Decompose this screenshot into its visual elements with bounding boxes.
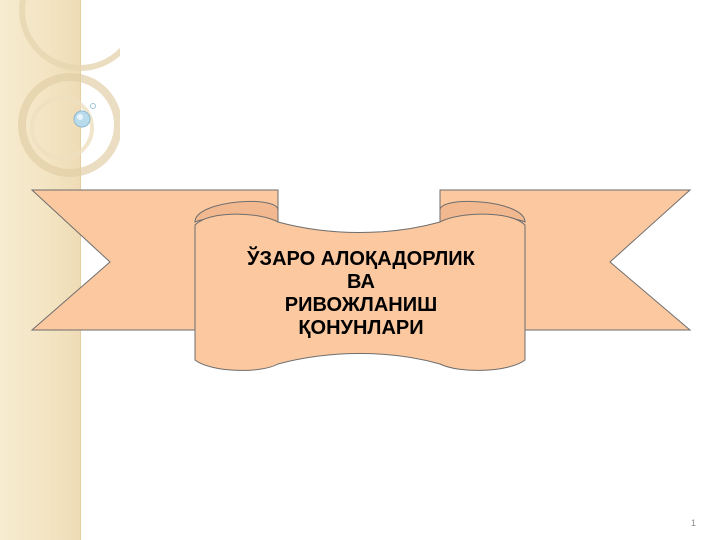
slide-title-line-2: ВА xyxy=(347,271,375,293)
ribbon-center-panel xyxy=(194,213,526,371)
ribbon-banner xyxy=(30,189,692,371)
decorative-rings-icon xyxy=(18,0,120,177)
slide-title-line-4: ҚОНУНЛАРИ xyxy=(298,317,424,339)
slide-title-line-1: ЎЗАРО АЛОҚАДОРЛИК xyxy=(247,248,475,270)
slide-title-line-3: РИВОЖЛАНИШ xyxy=(284,294,438,316)
slide-title: ЎЗАРО АЛОҚАДОРЛИК ВА РИВОЖЛАНИШ ҚОНУНЛАР… xyxy=(200,248,522,340)
page-number: 1 xyxy=(690,518,696,528)
